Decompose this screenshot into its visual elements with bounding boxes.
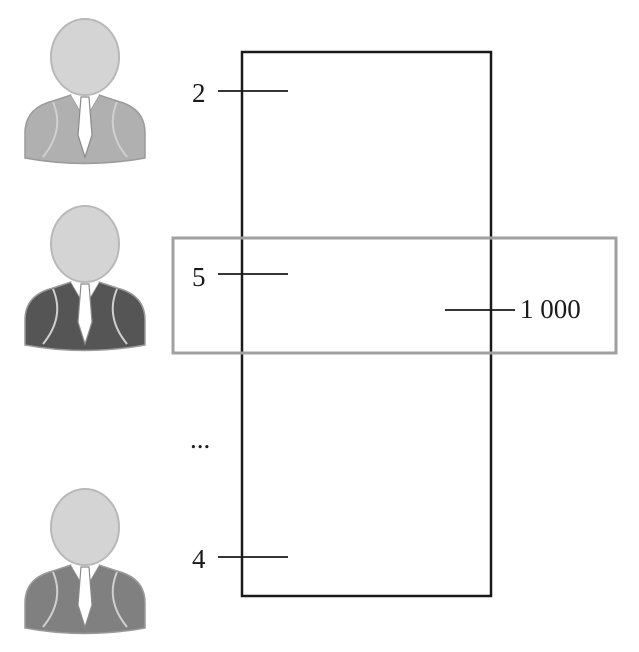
label-middle: 5 (192, 262, 206, 292)
label-bottom: 4 (192, 544, 206, 574)
highlight-box (171, 236, 618, 355)
label-right: 1 000 (520, 294, 581, 324)
label-top: 2 (192, 78, 206, 108)
person-icon (24, 205, 146, 352)
person-icon (24, 488, 146, 635)
label-ellipsis: ... (190, 424, 210, 454)
person-icon (24, 18, 146, 165)
container-box (240, 50, 493, 598)
